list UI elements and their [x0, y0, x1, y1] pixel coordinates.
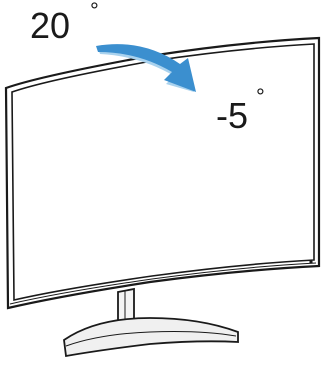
tilt-forward-angle-label: -5: [216, 95, 248, 136]
monitor-screen: [11, 43, 315, 302]
stand-base-top-edge: [65, 331, 237, 347]
tilt-back-degree-symbol: °: [90, 0, 99, 23]
power-led-icon: [309, 260, 313, 264]
tilt-back-angle-label: 20: [30, 5, 70, 46]
stand-base: [63, 317, 239, 358]
tilt-forward-degree-symbol: °: [256, 84, 265, 109]
monitor-bottom-bezel: [9, 262, 317, 305]
tilt-arrow-icon: [96, 44, 196, 92]
